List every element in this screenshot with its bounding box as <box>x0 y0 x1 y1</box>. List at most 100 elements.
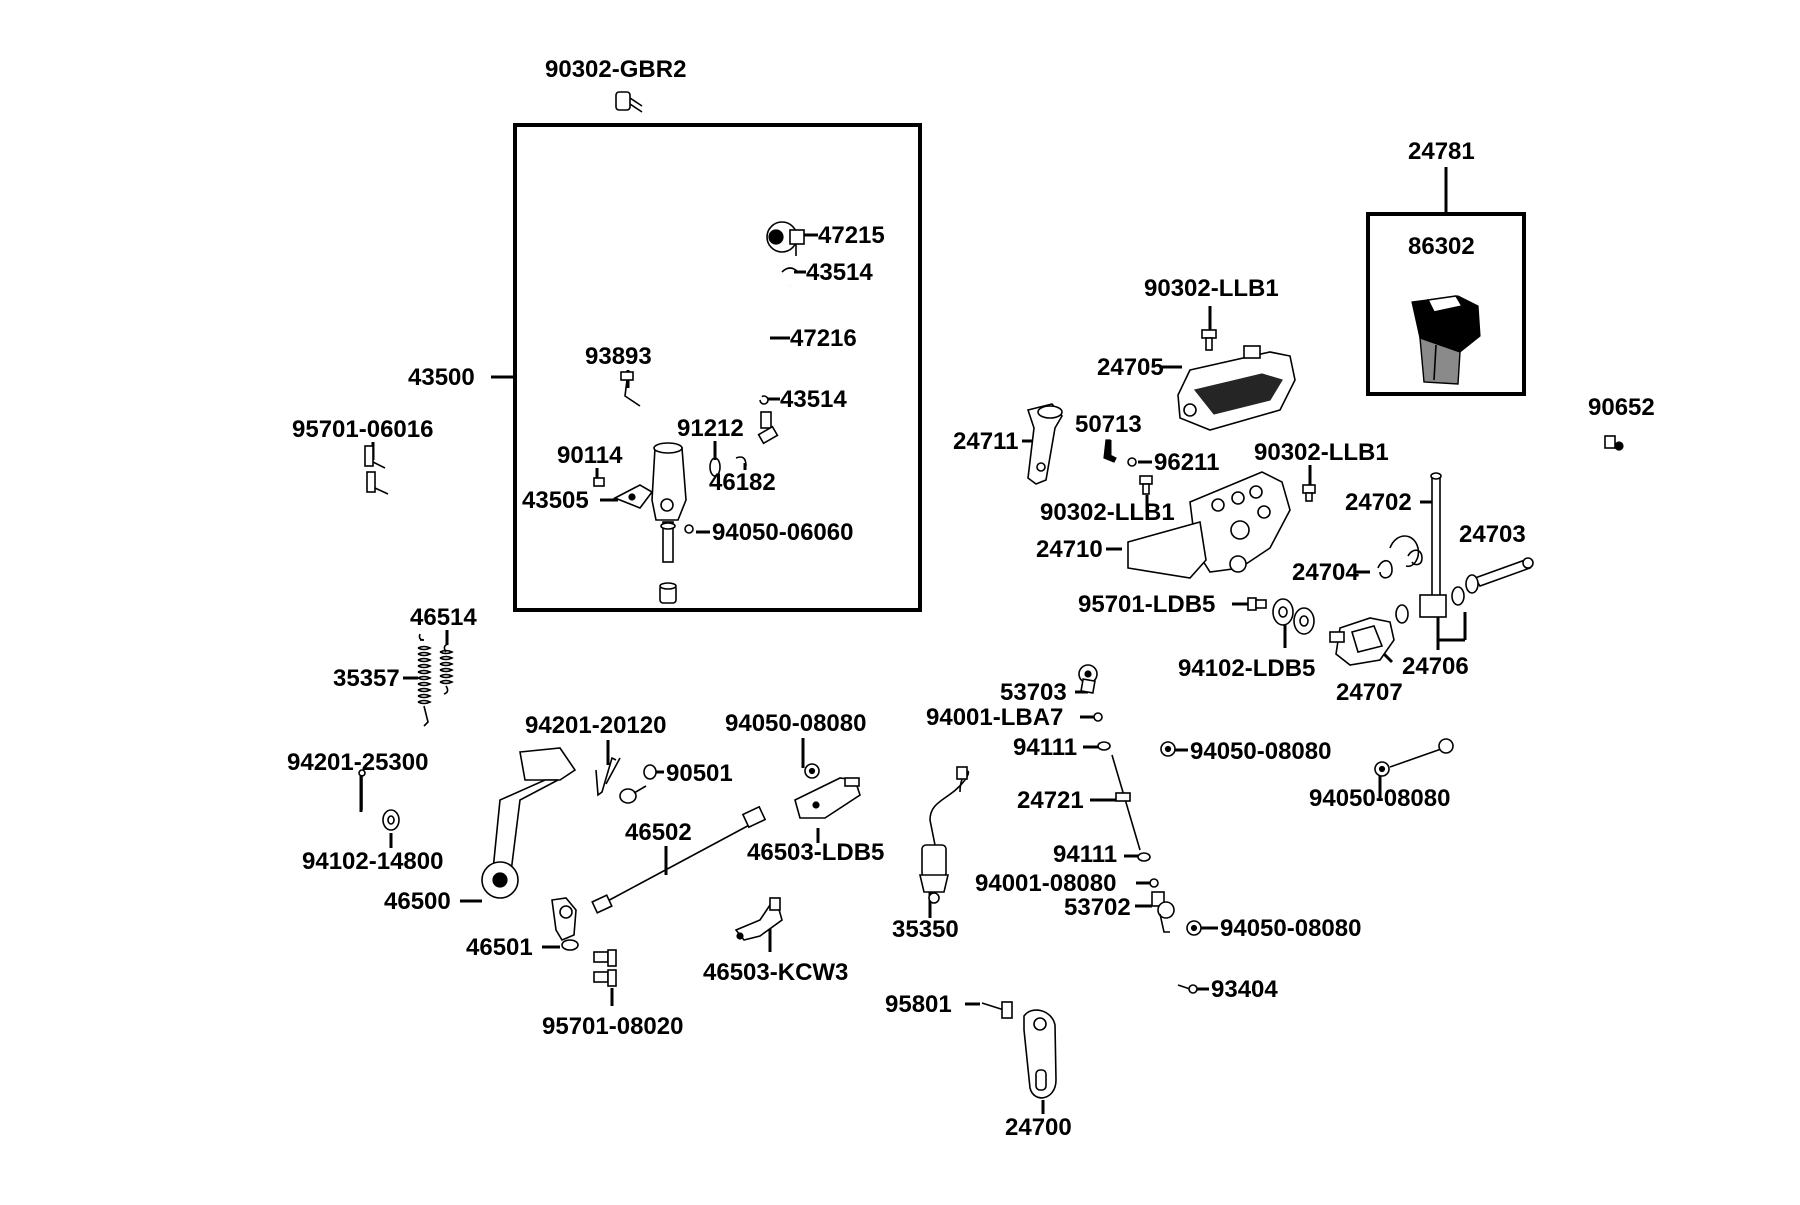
part-53702-rod-end <box>1151 891 1175 933</box>
part-94111-a <box>1097 741 1111 751</box>
part-86302-grip <box>1411 295 1481 385</box>
part-95701-08020 <box>593 949 617 987</box>
part-94050-08080-b <box>1160 741 1176 757</box>
part-53703-rod-end <box>1078 664 1098 694</box>
part-94201-25300 <box>358 769 366 810</box>
part-90302-llb1-right <box>1302 484 1316 502</box>
label-94111-b: 94111 <box>1053 841 1117 868</box>
part-46502-rod <box>591 805 767 914</box>
label-86302: 86302 <box>1408 233 1475 260</box>
label-46500: 46500 <box>384 888 451 915</box>
label-94001-lba7: 94001-LBA7 <box>926 704 1063 731</box>
part-90302-llb1-top <box>1201 329 1217 351</box>
label-94050-08080-a: 94050-08080 <box>725 710 866 737</box>
label-90302-gbr2: 90302-GBR2 <box>545 56 686 83</box>
part-94201-20120 <box>595 756 621 797</box>
part-90302-llb1-mid <box>1139 475 1153 495</box>
part-94111-b <box>1137 852 1151 862</box>
part-24704-spring <box>1377 535 1423 579</box>
label-90652: 90652 <box>1588 394 1655 421</box>
part-hose-joint <box>757 411 779 445</box>
assembly-box-43500 <box>513 123 922 612</box>
label-24702: 24702 <box>1345 489 1412 516</box>
part-91212-oring <box>709 457 721 477</box>
label-94001-08080: 94001-08080 <box>975 870 1116 897</box>
label-50713: 50713 <box>1075 411 1142 438</box>
label-94050-08080-b: 94050-08080 <box>1190 738 1331 765</box>
part-24721-rod <box>1111 754 1141 851</box>
part-24711-arm <box>1026 403 1063 485</box>
label-46514: 46514 <box>410 604 477 631</box>
label-24705: 24705 <box>1097 354 1164 381</box>
part-90501 <box>619 764 657 804</box>
part-43505-master-cylinder <box>593 442 687 521</box>
label-47216: 47216 <box>790 325 857 352</box>
label-24710: 24710 <box>1036 536 1103 563</box>
label-94050-06060: 94050-06060 <box>712 519 853 546</box>
part-95801 <box>981 1001 1013 1019</box>
part-94050-08080-a <box>804 763 820 779</box>
part-24703-pin <box>1465 557 1534 594</box>
label-24706: 24706 <box>1402 653 1469 680</box>
label-24707: 24707 <box>1336 679 1403 706</box>
part-90652 <box>1604 435 1624 451</box>
part-46501 <box>551 897 579 951</box>
label-95701-06016: 95701-06016 <box>292 416 433 443</box>
part-95701-06016 <box>364 445 389 495</box>
part-94050-06060 <box>659 521 694 604</box>
label-46503-kcw3: 46503-KCW3 <box>703 959 848 986</box>
label-94050-08080-d: 94050-08080 <box>1220 915 1361 942</box>
label-90302-llb1-mid: 90302-LLB1 <box>1040 499 1175 526</box>
label-90302-llb1-top: 90302-LLB1 <box>1144 275 1279 302</box>
part-93404 <box>1177 984 1198 994</box>
part-46500-brake-pedal <box>481 747 577 899</box>
part-46514-spring <box>439 643 454 695</box>
label-24700: 24700 <box>1005 1114 1072 1141</box>
label-94201-25300: 94201-25300 <box>287 749 428 776</box>
part-94050-08080-d <box>1186 920 1202 936</box>
label-90114: 90114 <box>557 442 623 469</box>
label-94201-20120: 94201-20120 <box>525 712 666 739</box>
label-96211: 96211 <box>1154 449 1219 476</box>
part-43514-clip-upper <box>781 267 799 273</box>
part-94102-14800 <box>382 809 400 831</box>
part-24700-lever <box>1023 1009 1057 1099</box>
label-53702: 53702 <box>1064 894 1131 921</box>
label-24704: 24704 <box>1292 559 1359 586</box>
part-94001-08080 <box>1149 878 1159 888</box>
label-24721: 24721 <box>1017 787 1084 814</box>
part-24702-shaft <box>1419 472 1447 618</box>
label-95801: 95801 <box>885 991 952 1018</box>
part-50713-pin <box>1103 439 1117 463</box>
label-94102-14800: 94102-14800 <box>302 848 443 875</box>
label-43505: 43505 <box>522 487 589 514</box>
part-24707-bracket <box>1329 617 1395 666</box>
label-43514-upper: 43514 <box>806 259 873 286</box>
label-95701-ldb5: 95701-LDB5 <box>1078 591 1215 618</box>
label-94102-ldb5: 94102-LDB5 <box>1178 655 1315 682</box>
label-90501: 90501 <box>666 760 733 787</box>
label-95701-08020: 95701-08020 <box>542 1013 683 1040</box>
part-24705-cover <box>1177 345 1296 431</box>
label-46503-ldb5: 46503-LDB5 <box>747 839 884 866</box>
part-94102-ldb5 <box>1272 598 1315 635</box>
label-94111-a: 94111 <box>1013 734 1077 761</box>
label-46502: 46502 <box>625 819 692 846</box>
label-93893: 93893 <box>585 343 652 370</box>
part-46503-kcw3 <box>734 897 783 941</box>
part-94001-lba7 <box>1093 712 1103 722</box>
part-46182-clip <box>735 456 747 467</box>
label-43514-lower: 43514 <box>780 386 847 413</box>
part-96211 <box>1127 457 1137 467</box>
label-24781: 24781 <box>1408 138 1475 165</box>
label-46182: 46182 <box>709 469 776 496</box>
part-35350-switch <box>918 766 970 904</box>
label-35357: 35357 <box>333 665 400 692</box>
label-53703: 53703 <box>1000 679 1067 706</box>
label-46501: 46501 <box>466 934 533 961</box>
label-24703: 24703 <box>1459 521 1526 548</box>
label-93404: 93404 <box>1211 976 1278 1003</box>
part-90302-gbr2 <box>615 91 643 113</box>
part-47215-reservoir <box>766 221 805 256</box>
